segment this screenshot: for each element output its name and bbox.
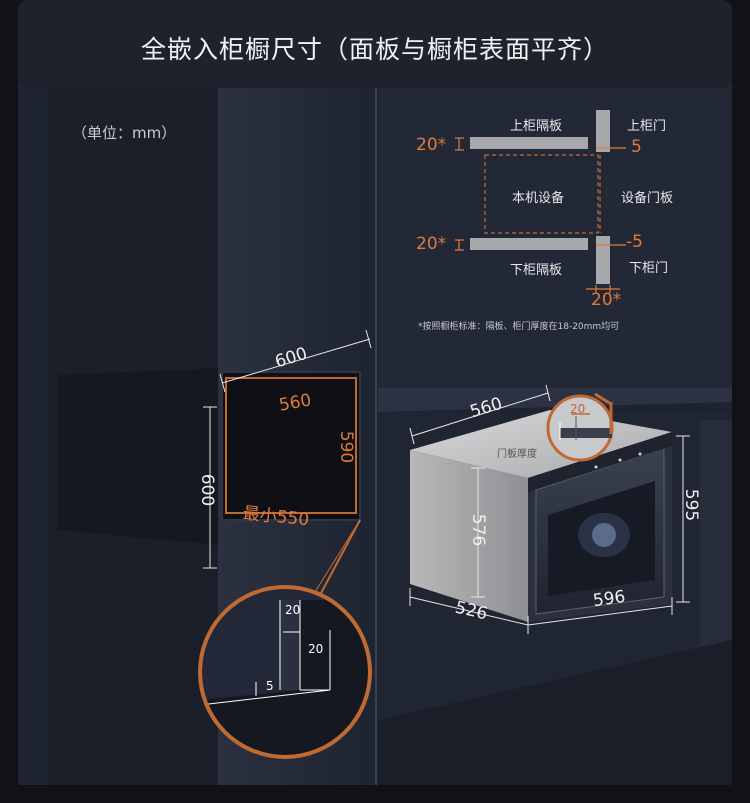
lower-shelf-label: 下柜隔板 [510,263,563,278]
unit-label: 本机设备 [512,191,565,206]
appliance-front-height: 595 [681,488,702,522]
gap-bottom-label: 20* [416,234,447,254]
appliance-door-thickness: 20 [570,402,586,416]
detail-gap-a: 20 [285,603,301,617]
unit-note: （单位：mm） [72,124,177,142]
device-door-label: 设备门板 [621,191,674,206]
door-thickness-caption: 门板厚度 [497,449,537,460]
footnote: *按照橱柜标准：隔板、柜门厚度在18-20mm均可 [418,322,620,332]
upper-door-label: 上柜门 [627,119,667,134]
offset-bottom-label: -5 [626,232,643,252]
offset-top-label: 5 [631,137,642,157]
upper-shelf-label: 上柜隔板 [510,119,563,134]
page-title: 全嵌入柜橱尺寸（面板与橱柜表面平齐） [140,35,609,64]
appliance-body-height: 576 [468,513,489,547]
gap-top-label: 20* [416,135,447,155]
door-thickness-label: 20* [591,290,622,310]
detail-gap-b: 20 [308,642,324,656]
opening-height-outer: 600 [197,473,218,507]
opening-height-inner: 590 [336,430,357,464]
detail-offset: 5 [266,679,274,693]
lower-door-label: 下柜门 [629,261,669,276]
